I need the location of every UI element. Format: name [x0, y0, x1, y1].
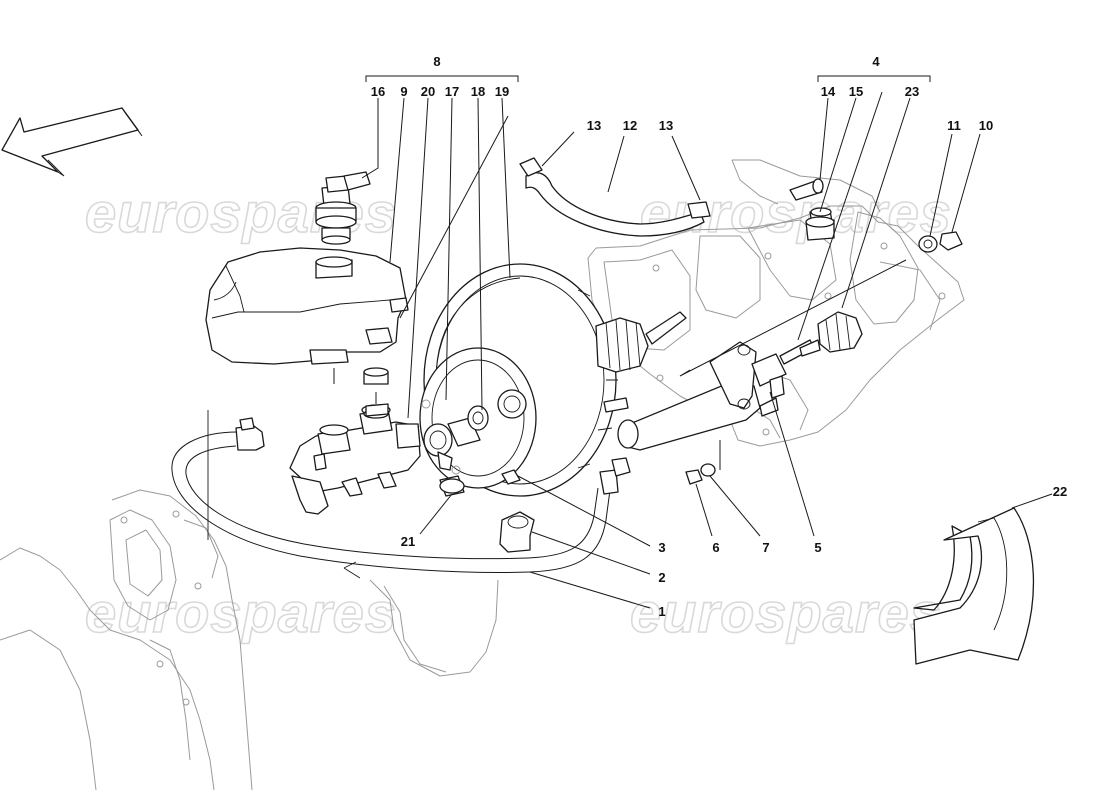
- nut-part-10: [939, 231, 963, 251]
- watermark-bottom-right: eurospares: [630, 581, 942, 644]
- callout-11: 11: [947, 118, 961, 133]
- master-cylinder-body: [289, 367, 421, 515]
- callout-labels: 8 4 16 9 20 17 18 19 13 12 13 14 15 23 1…: [371, 54, 1067, 619]
- front-direction-arrow-icon: [1, 107, 143, 177]
- callout-20: 20: [421, 84, 435, 99]
- group-bracket-8: [365, 75, 519, 82]
- callout-1: 1: [658, 604, 665, 619]
- group-bracket-4: [817, 75, 931, 82]
- callout-21: 21: [401, 534, 415, 549]
- bracket-part-2: [499, 511, 535, 553]
- callout-18: 18: [471, 84, 485, 99]
- callout-22: 22: [1053, 484, 1067, 499]
- callout-9: 9: [400, 84, 407, 99]
- callout-16: 16: [371, 84, 385, 99]
- reservoir-cap-part-16: [315, 171, 371, 245]
- vacuum-hose-part-1: [171, 410, 631, 579]
- callout-13-right: 13: [659, 118, 673, 133]
- hose-part-12: [519, 157, 711, 237]
- washer-part-7: [700, 463, 716, 477]
- callout-6: 6: [712, 540, 719, 555]
- group-label-4: 4: [872, 54, 880, 69]
- nut-part-6: [685, 469, 703, 485]
- seal-parts-17-18: [423, 405, 489, 471]
- callout-3: 3: [658, 540, 665, 555]
- callout-2: 2: [658, 570, 665, 585]
- washer-part-11: [918, 235, 938, 253]
- cylinder-part-5: [617, 339, 815, 451]
- fluid-reservoir-part-9: [205, 247, 409, 365]
- callout-15: 15: [849, 84, 863, 99]
- callout-23: 23: [905, 84, 919, 99]
- callout-17: 17: [445, 84, 459, 99]
- nut-part-3: [501, 469, 521, 485]
- callout-14: 14: [821, 84, 836, 99]
- fitting-part-14: [789, 178, 833, 225]
- servo-pushrod-boot: [595, 311, 687, 413]
- transmission-ghost: [0, 489, 499, 791]
- boot-part-23: [799, 311, 863, 357]
- callout-5: 5: [814, 540, 821, 555]
- callout-19: 19: [495, 84, 509, 99]
- callout-10: 10: [979, 118, 993, 133]
- group-label-8: 8: [433, 54, 440, 69]
- union-part-21: [439, 475, 465, 497]
- watermark-bottom-left: eurospares: [85, 581, 397, 644]
- callout-12: 12: [623, 118, 637, 133]
- shield-part-22: [913, 507, 1035, 665]
- fitting-part-15: [805, 216, 835, 241]
- leader-lines: [361, 91, 1053, 609]
- callout-13-left: 13: [587, 118, 601, 133]
- callout-7: 7: [762, 540, 769, 555]
